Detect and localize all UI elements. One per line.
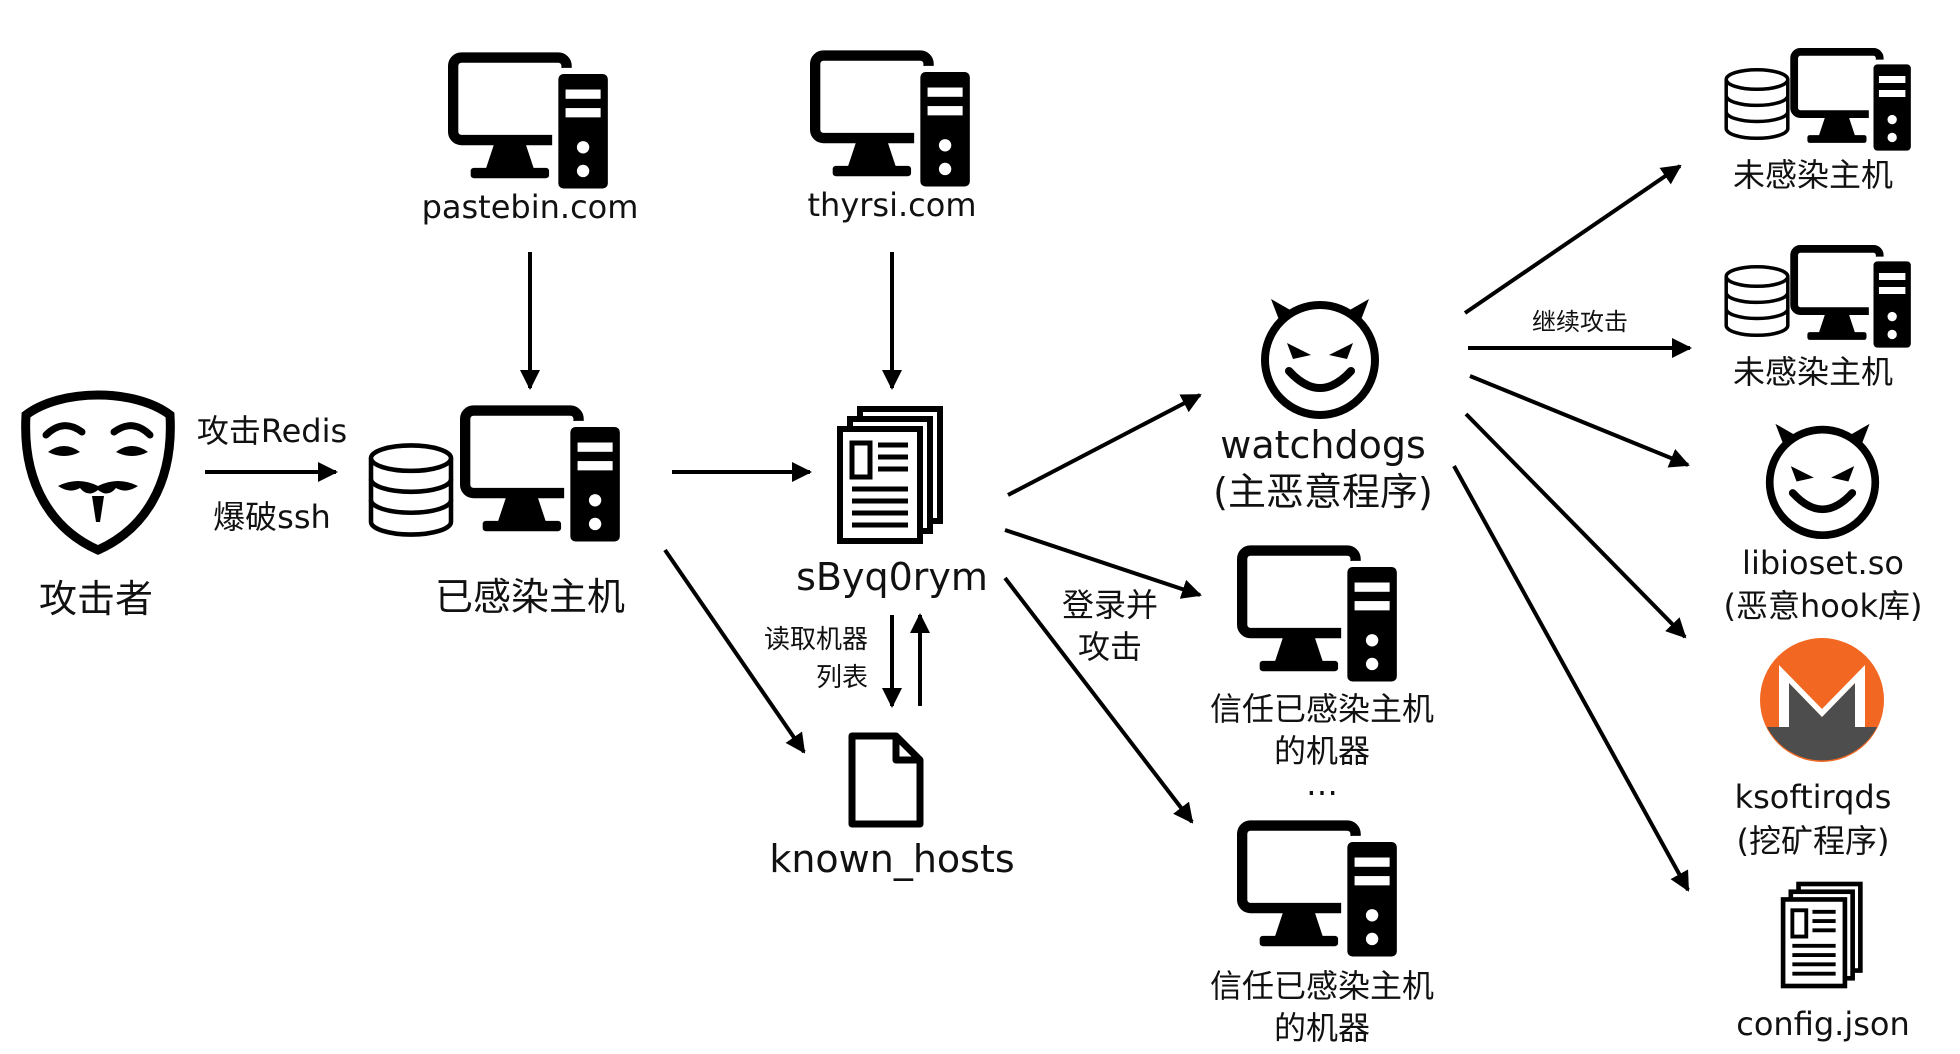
edge-label-continue-attack: 继续攻击: [1532, 308, 1628, 336]
watchdogs-sublabel: (主恶意程序): [1213, 470, 1433, 514]
arrow-watchdogs-to-ksoftirqds: [1464, 412, 1687, 639]
arrow-sbyq-to-trusted2: [1003, 576, 1194, 824]
hacker-mask-icon: [26, 395, 171, 550]
devil-face-icon: [1770, 424, 1876, 535]
arrow-watchdogs-to-config: [1452, 465, 1690, 892]
thyrsi-label: thyrsi.com: [808, 186, 977, 224]
uninfected-host-2-label: 未感染主机: [1733, 353, 1893, 391]
known-hosts-label: known_hosts: [769, 837, 1014, 881]
computer-icon: [465, 411, 623, 545]
edge-label-attack-redis: 攻击Redis: [197, 412, 347, 450]
computer-icon: [1794, 52, 1913, 153]
edge-label-login: 登录并: [1062, 586, 1158, 624]
computer-icon: [1794, 249, 1913, 350]
database-icon: [1724, 264, 1790, 338]
libioset-sublabel: (恶意hook库): [1724, 587, 1923, 625]
monero-icon: [1760, 638, 1884, 762]
computer-icon: [1242, 551, 1400, 685]
database-icon: [1724, 67, 1790, 141]
ellipsis-label: …: [1306, 765, 1338, 803]
arrows: [205, 164, 1692, 892]
database-icon: [371, 445, 451, 534]
watchdogs-label: watchdogs: [1220, 423, 1426, 467]
trusted-machine-2-label: 信任已感染主机: [1210, 967, 1434, 1005]
computer-icon: [1242, 826, 1400, 960]
document-icon: [1783, 884, 1860, 986]
libioset-label: libioset.so: [1742, 544, 1904, 582]
infected-host-label: 已感染主机: [435, 575, 625, 619]
ksoftirqds-label: ksoftirqds: [1735, 778, 1892, 816]
computer-icon: [815, 56, 973, 190]
arrow-sbyq-to-trusted1: [1004, 528, 1202, 599]
trusted-machine-2-sublabel: 的机器: [1274, 1009, 1370, 1047]
arrow-watchdogs-to-uninfected1: [1463, 164, 1682, 315]
sbyq-label: sByq0rym: [796, 555, 988, 599]
pastebin-label: pastebin.com: [422, 188, 639, 226]
computer-icon: [453, 58, 611, 192]
ksoftirqds-sublabel: (挖矿程序): [1737, 822, 1890, 860]
trusted-machine-1-sublabel: 的机器: [1274, 732, 1370, 770]
arrow-watchdogs-to-libioset: [1469, 374, 1690, 468]
arrow-sbyq-to-watchdogs: [1007, 393, 1202, 497]
uninfected-host-1-label: 未感染主机: [1733, 156, 1893, 194]
trusted-machine-1-label: 信任已感染主机: [1210, 690, 1434, 728]
attacker-label: 攻击者: [39, 577, 153, 621]
edge-label-read-list: 读取机器: [764, 625, 868, 655]
edge-label-read-list-2: 列表: [816, 663, 868, 693]
arrow-host-to-knownhosts: [663, 548, 806, 754]
edge-label-brute-ssh: 爆破ssh: [213, 498, 331, 536]
document-icon: [840, 409, 940, 541]
config-label: config.json: [1736, 1005, 1910, 1043]
devil-face-icon: [1265, 299, 1375, 415]
edge-label-login-2: 攻击: [1078, 628, 1142, 666]
file-icon: [852, 736, 920, 824]
